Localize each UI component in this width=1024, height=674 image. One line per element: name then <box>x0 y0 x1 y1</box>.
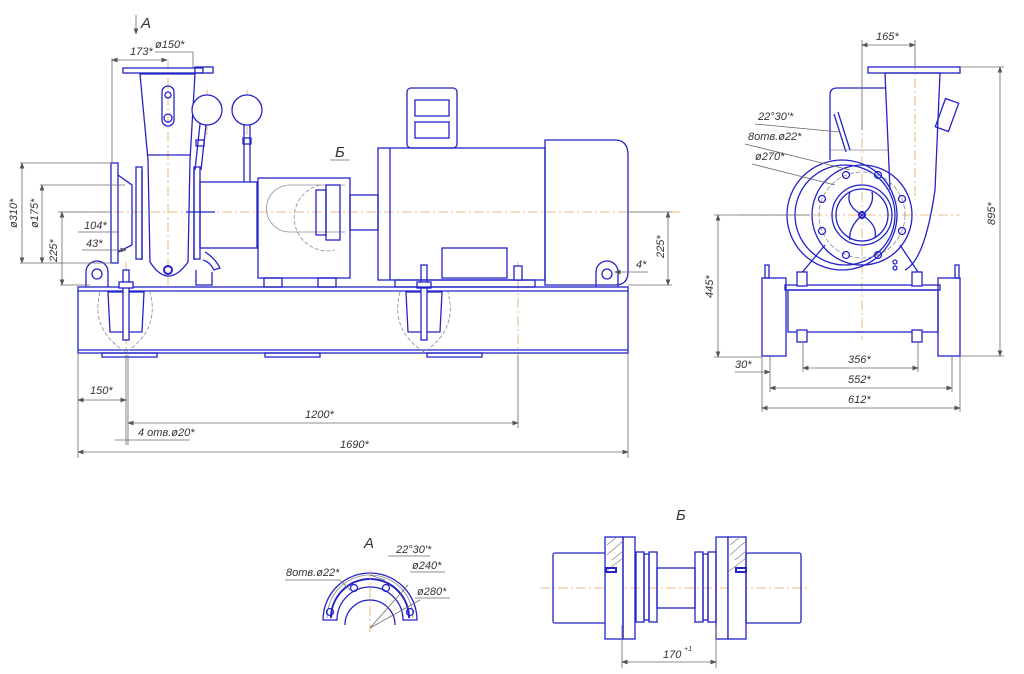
detail-b-gap: 170 <box>663 649 682 661</box>
lifting-eye-right <box>595 260 619 287</box>
detail-a-bolt-holes: 8отв.ø22* <box>286 567 340 579</box>
main-view-dimensions: А 173* ø150* ø310* ø175* 225* 104* 43* Б <box>8 15 672 458</box>
volute-casing <box>786 87 898 271</box>
dim-4: 4* <box>636 259 647 271</box>
bearing-housing <box>186 181 258 286</box>
coupling-half-right <box>694 536 802 640</box>
pump-casing <box>110 66 214 277</box>
side-base <box>761 244 961 357</box>
coupling-half-left <box>552 536 658 640</box>
detail-b: Б 170 +1 <box>540 507 810 668</box>
detail-a-dia-280: ø280* <box>417 586 447 598</box>
detail-b-title: Б <box>676 507 686 524</box>
dim-165: 165* <box>876 31 899 43</box>
dim-angle: 22°30'* <box>757 111 794 123</box>
discharge-pipe <box>867 66 961 271</box>
dim-356: 356* <box>848 354 871 366</box>
dim-dia-310: ø310* <box>8 198 20 228</box>
dim-1200: 1200* <box>305 409 334 421</box>
base-frame <box>77 264 629 358</box>
dim-150: 150* <box>90 385 113 397</box>
dim-445: 445* <box>704 275 716 298</box>
centerlines <box>60 60 680 360</box>
dim-dia-270: ø270* <box>755 151 785 163</box>
detail-a-angle: 22°30'* <box>395 544 432 556</box>
dim-612: 612* <box>848 394 871 406</box>
detail-a-dia-240: ø240* <box>412 560 442 572</box>
pressure-gauge-right <box>231 94 263 182</box>
dim-bolt-holes: 8отв.ø22* <box>748 131 802 143</box>
suction-flange <box>811 164 913 271</box>
dim-895: 895* <box>986 202 998 225</box>
pressure-gauge-left <box>191 94 223 171</box>
detail-b-callout: Б <box>335 144 345 161</box>
dim-1690: 1690* <box>340 439 369 451</box>
dim-552: 552* <box>848 374 871 386</box>
detail-a: А 8отв.ø22* 22°30'* ø240* ø280* <box>285 535 450 632</box>
dim-holes: 4 отв.ø20* <box>138 427 195 439</box>
dim-225-left: 225* <box>48 239 60 263</box>
side-view-dimensions: 165* 22°30'* 8отв.ø22* ø270* 895* 445* 3… <box>704 31 1004 412</box>
side-centerlines <box>740 60 960 340</box>
view-arrow-label: А <box>140 15 151 32</box>
detail-b-tolerance: +1 <box>684 646 692 653</box>
main-view: А 173* ø150* ø310* ø175* 225* 104* 43* Б <box>8 15 680 458</box>
dim-173: 173* <box>130 46 153 58</box>
dim-dia-175: ø175* <box>29 198 41 228</box>
electric-motor <box>349 87 629 288</box>
dim-30: 30* <box>735 359 752 371</box>
coupling-guard <box>257 177 351 288</box>
dim-104: 104* <box>84 220 107 232</box>
detail-a-title: А <box>363 535 374 552</box>
dim-225-right: 225* <box>655 235 667 259</box>
dim-43: 43* <box>86 238 103 250</box>
side-view: 165* 22°30'* 8отв.ø22* ø270* 895* 445* 3… <box>704 31 1004 412</box>
lifting-eye-left <box>85 260 109 287</box>
dim-dia-150: ø150* <box>155 39 185 51</box>
